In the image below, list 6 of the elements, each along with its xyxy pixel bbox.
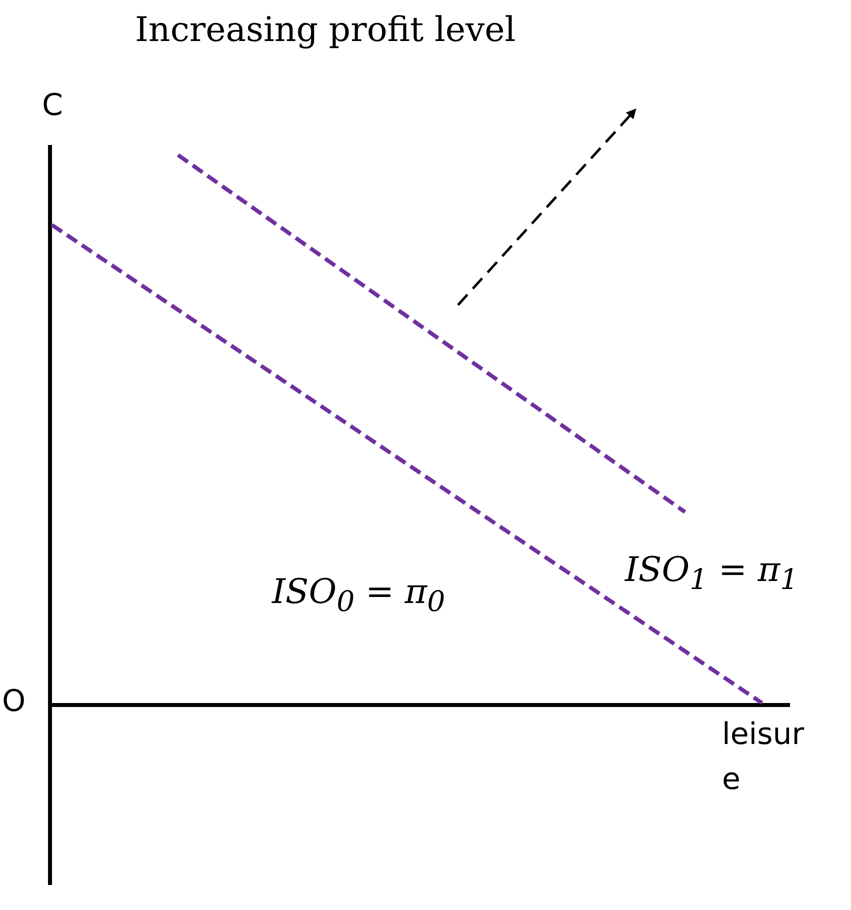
origin-label: O	[2, 684, 26, 719]
curve-label: ISO$_{0}$ = π$_{0}$	[272, 572, 446, 618]
chart-title: Increasing profit level	[135, 10, 516, 50]
axis-label: C	[42, 88, 63, 123]
curve-label: ISO$_{1}$ = π$_{1}$	[625, 550, 798, 596]
axis-label: leisure	[722, 716, 806, 799]
